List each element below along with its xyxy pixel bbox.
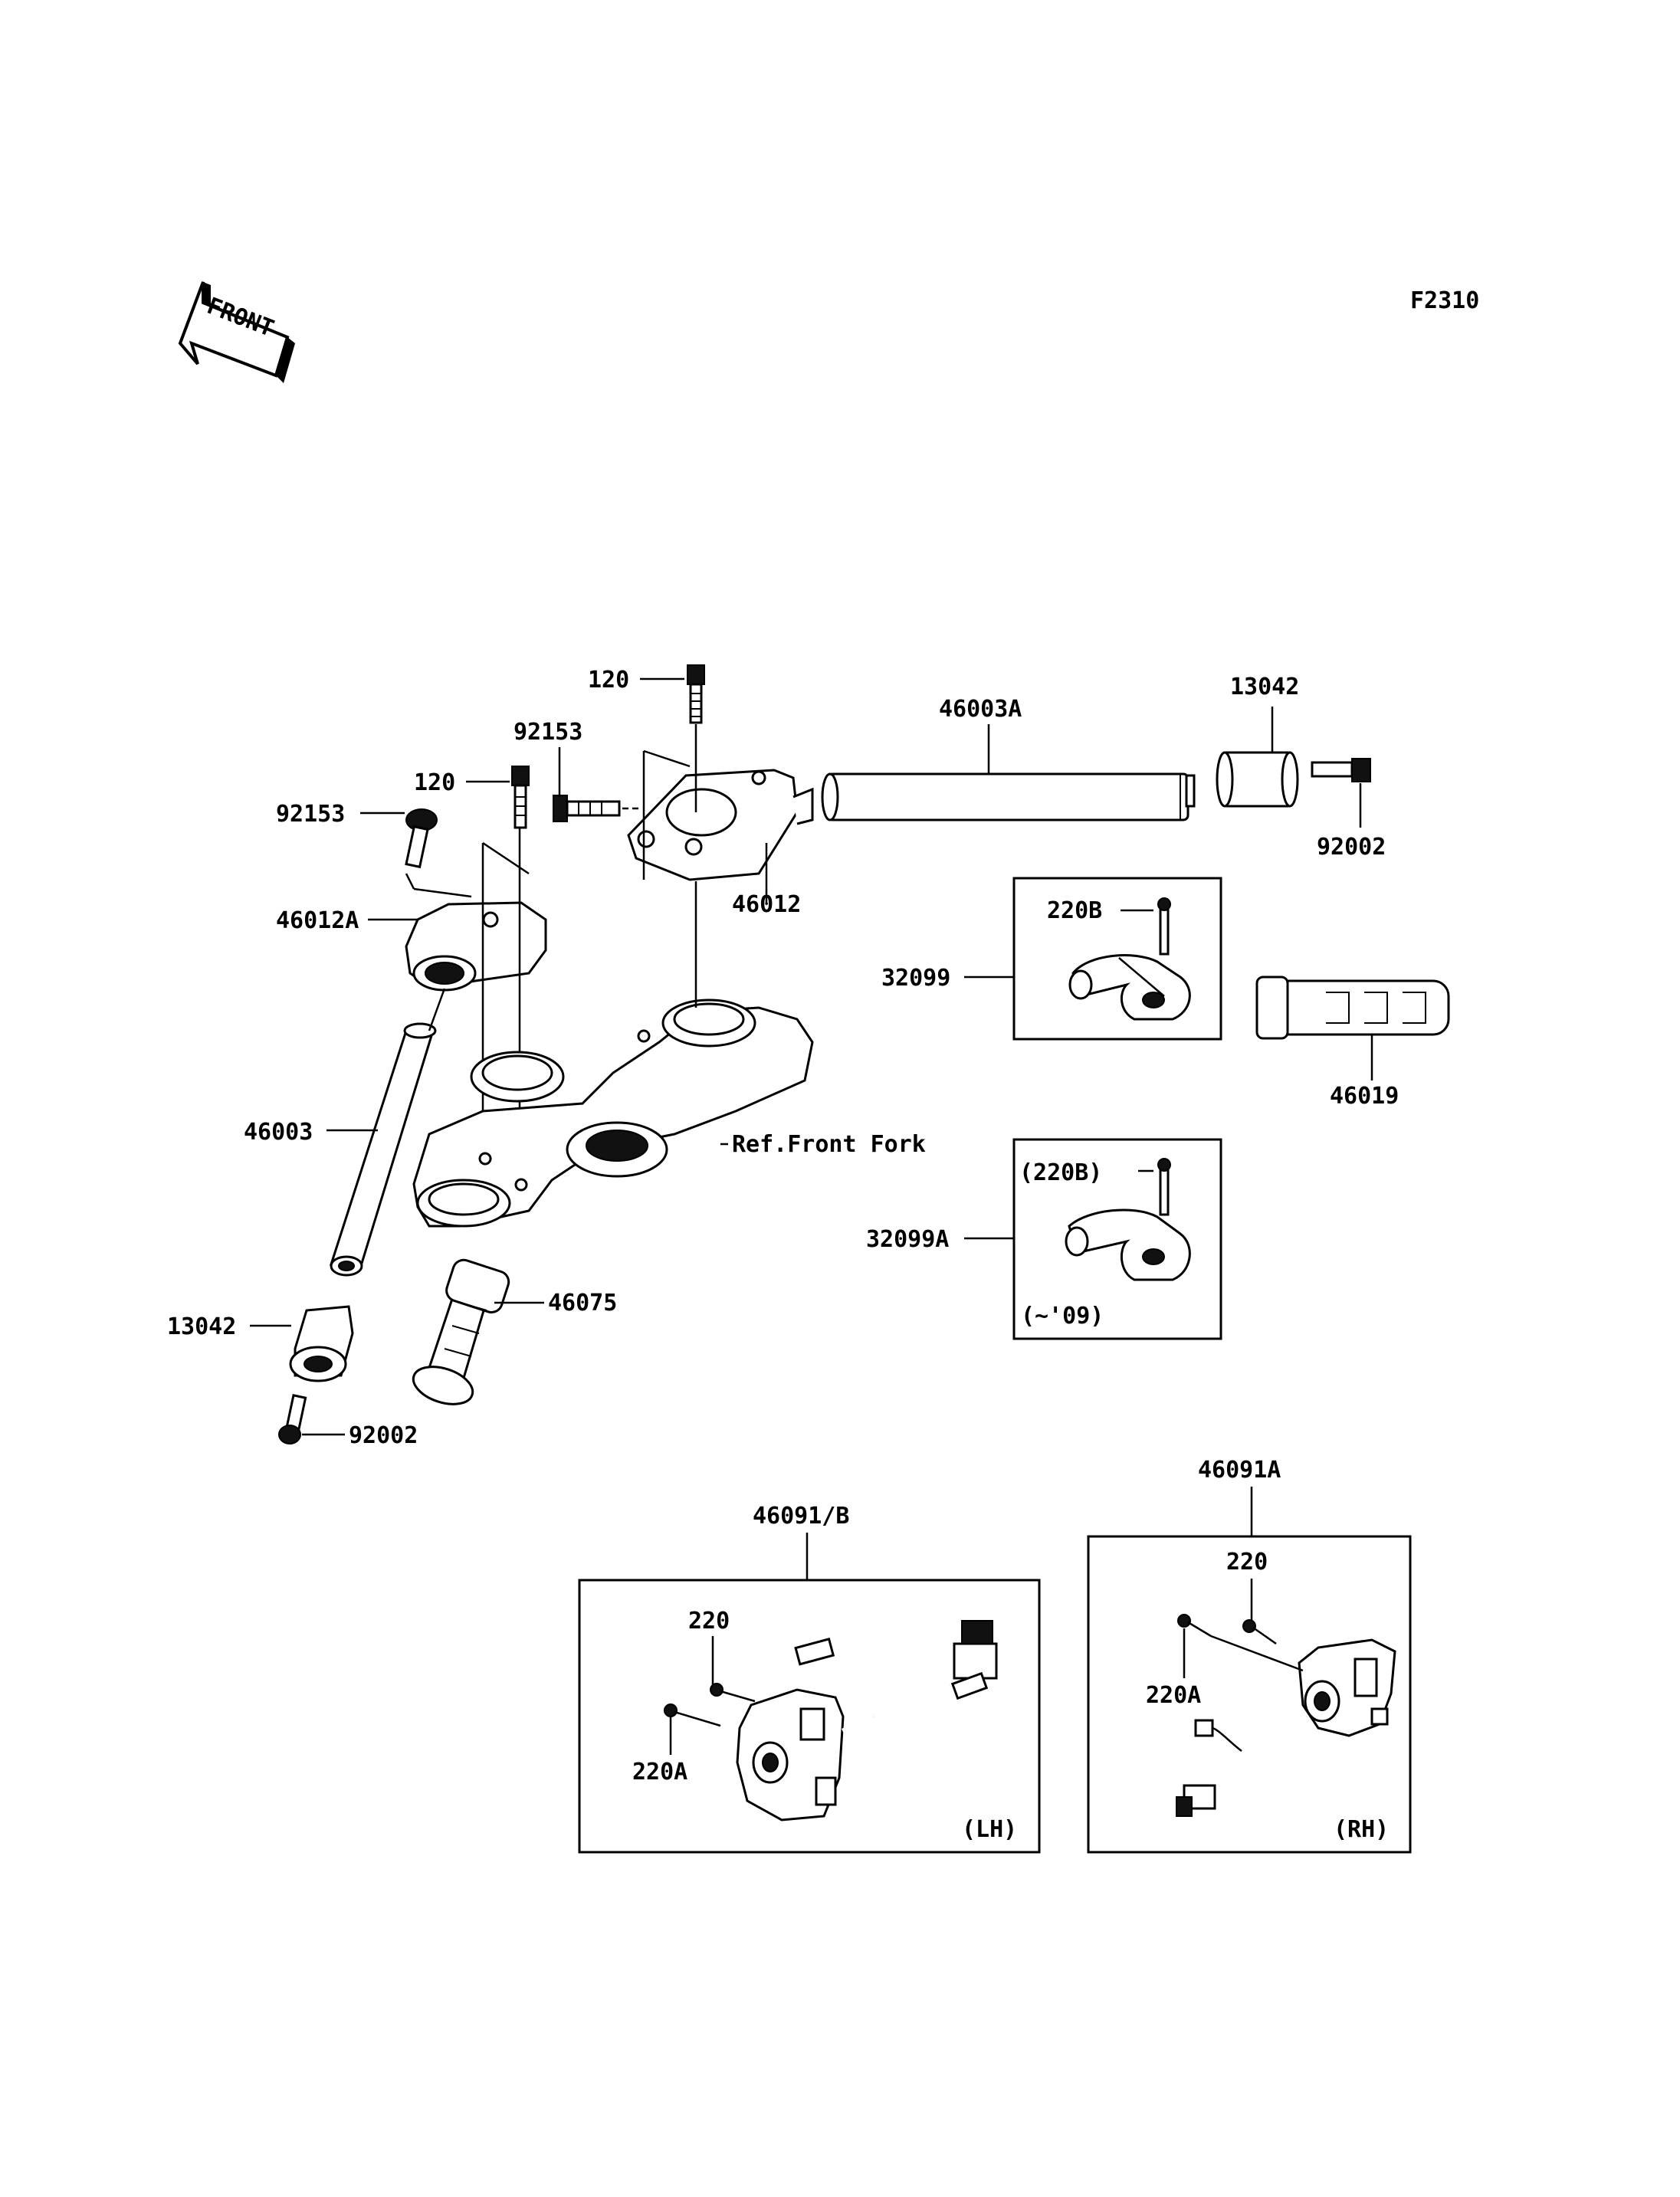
label-46003A: 46003A — [939, 696, 1022, 723]
label-46012A: 46012A — [276, 907, 359, 934]
label-46091B: 46091/B — [753, 1503, 849, 1530]
screw-92002-left — [278, 1394, 307, 1444]
label-46019: 46019 — [1330, 1083, 1399, 1110]
handlebar-46003A — [821, 772, 1196, 821]
label-92002-left: 92002 — [349, 1422, 418, 1449]
clip-on-46012 — [627, 769, 814, 881]
handlebar-46003 — [330, 1022, 437, 1277]
label-220-lh: 220 — [688, 1608, 730, 1635]
label-year-note: (~'09) — [1021, 1303, 1104, 1330]
front-arrow-icon: FRONT — [178, 281, 295, 383]
label-220B-paren: (220B) — [1019, 1159, 1102, 1186]
label-120-left: 120 — [414, 769, 455, 796]
box-46091B — [578, 1579, 1041, 1854]
label-220A-rh: 220A — [1146, 1682, 1201, 1709]
screw-220-lh — [710, 1683, 756, 1703]
label-13042-right: 13042 — [1230, 674, 1299, 700]
label-46091A: 46091A — [1198, 1457, 1281, 1484]
label-lh: (LH) — [962, 1816, 1017, 1843]
label-46012: 46012 — [732, 891, 801, 918]
screw-92002-right — [1311, 758, 1371, 782]
label-92153-upper: 92153 — [514, 719, 582, 746]
screw-220A-lh — [664, 1703, 721, 1727]
bolt-120-left — [511, 766, 530, 829]
grip-46075 — [412, 1258, 510, 1405]
label-46003: 46003 — [244, 1119, 313, 1146]
screw-220A-rh — [1177, 1614, 1212, 1638]
top-triple-clamp — [412, 998, 814, 1228]
label-92002-right: 92002 — [1317, 834, 1386, 861]
label-92153-left: 92153 — [276, 801, 345, 828]
switch-housing-rh — [1176, 1638, 1396, 1817]
label-32099: 32099 — [881, 965, 950, 992]
throttle-housing-32099A — [1065, 1158, 1191, 1281]
box-32099 — [1012, 877, 1222, 1041]
label-rh: (RH) — [1334, 1816, 1389, 1843]
diagram-code: F2310 — [1410, 287, 1479, 314]
bar-end-weight-13042-right — [1216, 751, 1299, 808]
label-220A-lh: 220A — [632, 1759, 687, 1785]
label-13042-left: 13042 — [167, 1313, 236, 1340]
grip-46019 — [1255, 976, 1450, 1040]
label-220B: 220B — [1047, 897, 1102, 924]
label-32099A: 32099A — [866, 1226, 949, 1253]
box-46091A — [1087, 1535, 1412, 1854]
bolt-92153-left — [405, 808, 438, 869]
bar-end-weight-13042-left — [289, 1305, 354, 1382]
throttle-housing-32099 — [1068, 897, 1191, 1021]
switch-housing-lh — [736, 1620, 998, 1822]
label-ref-front-fork: Ref.Front Fork — [732, 1131, 926, 1158]
label-220-rh: 220 — [1226, 1549, 1268, 1576]
label-120-top: 120 — [588, 667, 629, 694]
label-46075: 46075 — [548, 1290, 617, 1317]
bolt-120-top — [687, 664, 705, 724]
screw-220-rh — [1242, 1619, 1277, 1645]
clip-on-46012A — [405, 901, 547, 992]
bolt-92153-upper — [553, 795, 621, 822]
